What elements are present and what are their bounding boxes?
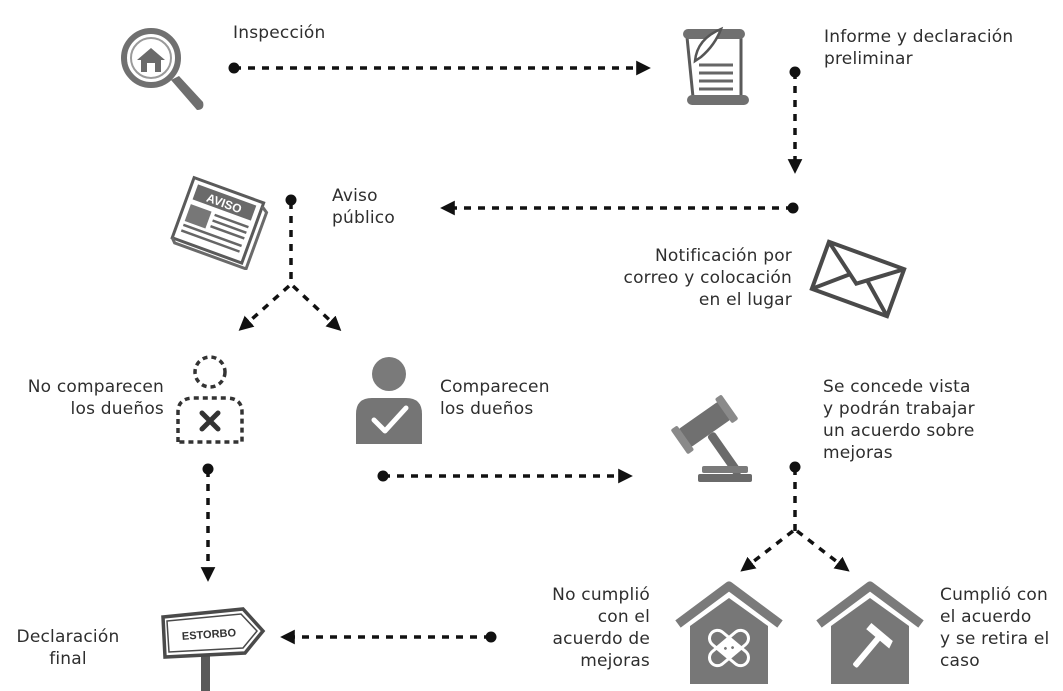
- label-comparecen-line: Comparecen: [440, 377, 550, 397]
- dot-inspeccion: [228, 62, 240, 74]
- label-notificacion-line: en el lugar: [698, 290, 792, 310]
- present-person-icon: [356, 357, 422, 444]
- label-no-cumplio-line: No cumplió: [552, 585, 650, 605]
- label-vista-line: mejoras: [823, 443, 893, 463]
- label-cumplio-line: y se retira el: [940, 629, 1050, 649]
- label-no-comparecen-line: los dueños: [70, 399, 164, 419]
- label-informe-line: preliminar: [824, 49, 913, 69]
- arrow-vista-right: [795, 529, 850, 572]
- house-bandage-icon: [675, 581, 783, 684]
- label-declaracion-final-line: final: [49, 649, 87, 669]
- newspaper-icon: AVISO: [170, 175, 269, 270]
- house-hammer-icon: [816, 581, 924, 684]
- dot-comparecen: [377, 470, 389, 482]
- dot-notificacion: [787, 202, 799, 214]
- label-informe-line: Informe y declaración: [824, 27, 1014, 47]
- label-notificacion-line: correo y colocación: [623, 268, 792, 288]
- label-vista-line: Se concede vista: [823, 377, 971, 397]
- label-no-comparecen-line: No comparecen: [27, 377, 164, 397]
- sign-text: ESTORBO: [182, 627, 237, 643]
- signpost-icon: ESTORBO: [161, 607, 266, 691]
- label-comparecen-line: los dueños: [440, 399, 534, 419]
- label-vista-line: y podrán trabajar: [823, 399, 975, 419]
- label-inspeccion-line: Inspección: [233, 23, 326, 43]
- label-no-cumplio-line: mejoras: [580, 651, 650, 671]
- label-vista-line: un acuerdo sobre: [823, 421, 975, 441]
- gavel-icon: [671, 395, 752, 482]
- label-cumplio-line: caso: [940, 651, 980, 671]
- label-declaracion-final-line: Declaración: [16, 627, 120, 647]
- label-no-cumplio-line: acuerdo de: [552, 629, 650, 649]
- label-aviso-line: Aviso: [332, 186, 378, 206]
- dot-no-cumplio: [485, 631, 497, 643]
- absent-person-icon: [176, 355, 244, 444]
- label-inspeccion: Inspección: [233, 22, 326, 44]
- arrow-branch-left: [238, 284, 291, 331]
- dot-vista: [789, 461, 801, 473]
- magnifier-house-icon: [121, 28, 204, 110]
- arrow-vista-left: [740, 529, 795, 572]
- scroll-quill-icon: [683, 26, 749, 105]
- dot-no-comparecen: [202, 463, 214, 475]
- label-no-cumplio-line: con el: [597, 607, 650, 627]
- dot-informe: [789, 66, 801, 78]
- arrow-branch-right: [291, 284, 342, 332]
- dot-aviso: [285, 194, 297, 206]
- label-aviso-line: público: [332, 208, 395, 228]
- label-notificacion-line: Notificación por: [654, 246, 792, 266]
- label-cumplio-line: Cumplió con: [940, 585, 1048, 605]
- label-cumplio-line: el acuerdo: [940, 607, 1032, 627]
- envelope-icon: [809, 239, 907, 319]
